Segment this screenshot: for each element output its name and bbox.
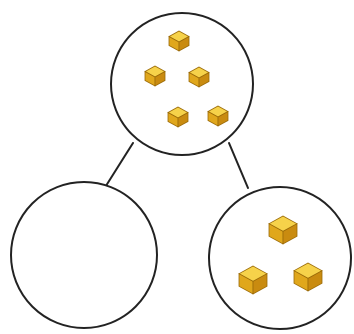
- node-whole: [111, 13, 253, 155]
- connector-whole-to-part-right: [229, 143, 248, 188]
- part-left-circle: [11, 182, 157, 328]
- part-right-circle: [209, 187, 351, 329]
- node-part-right: [209, 187, 351, 329]
- connector-whole-to-part-left: [104, 143, 133, 189]
- node-part-left: [11, 182, 157, 328]
